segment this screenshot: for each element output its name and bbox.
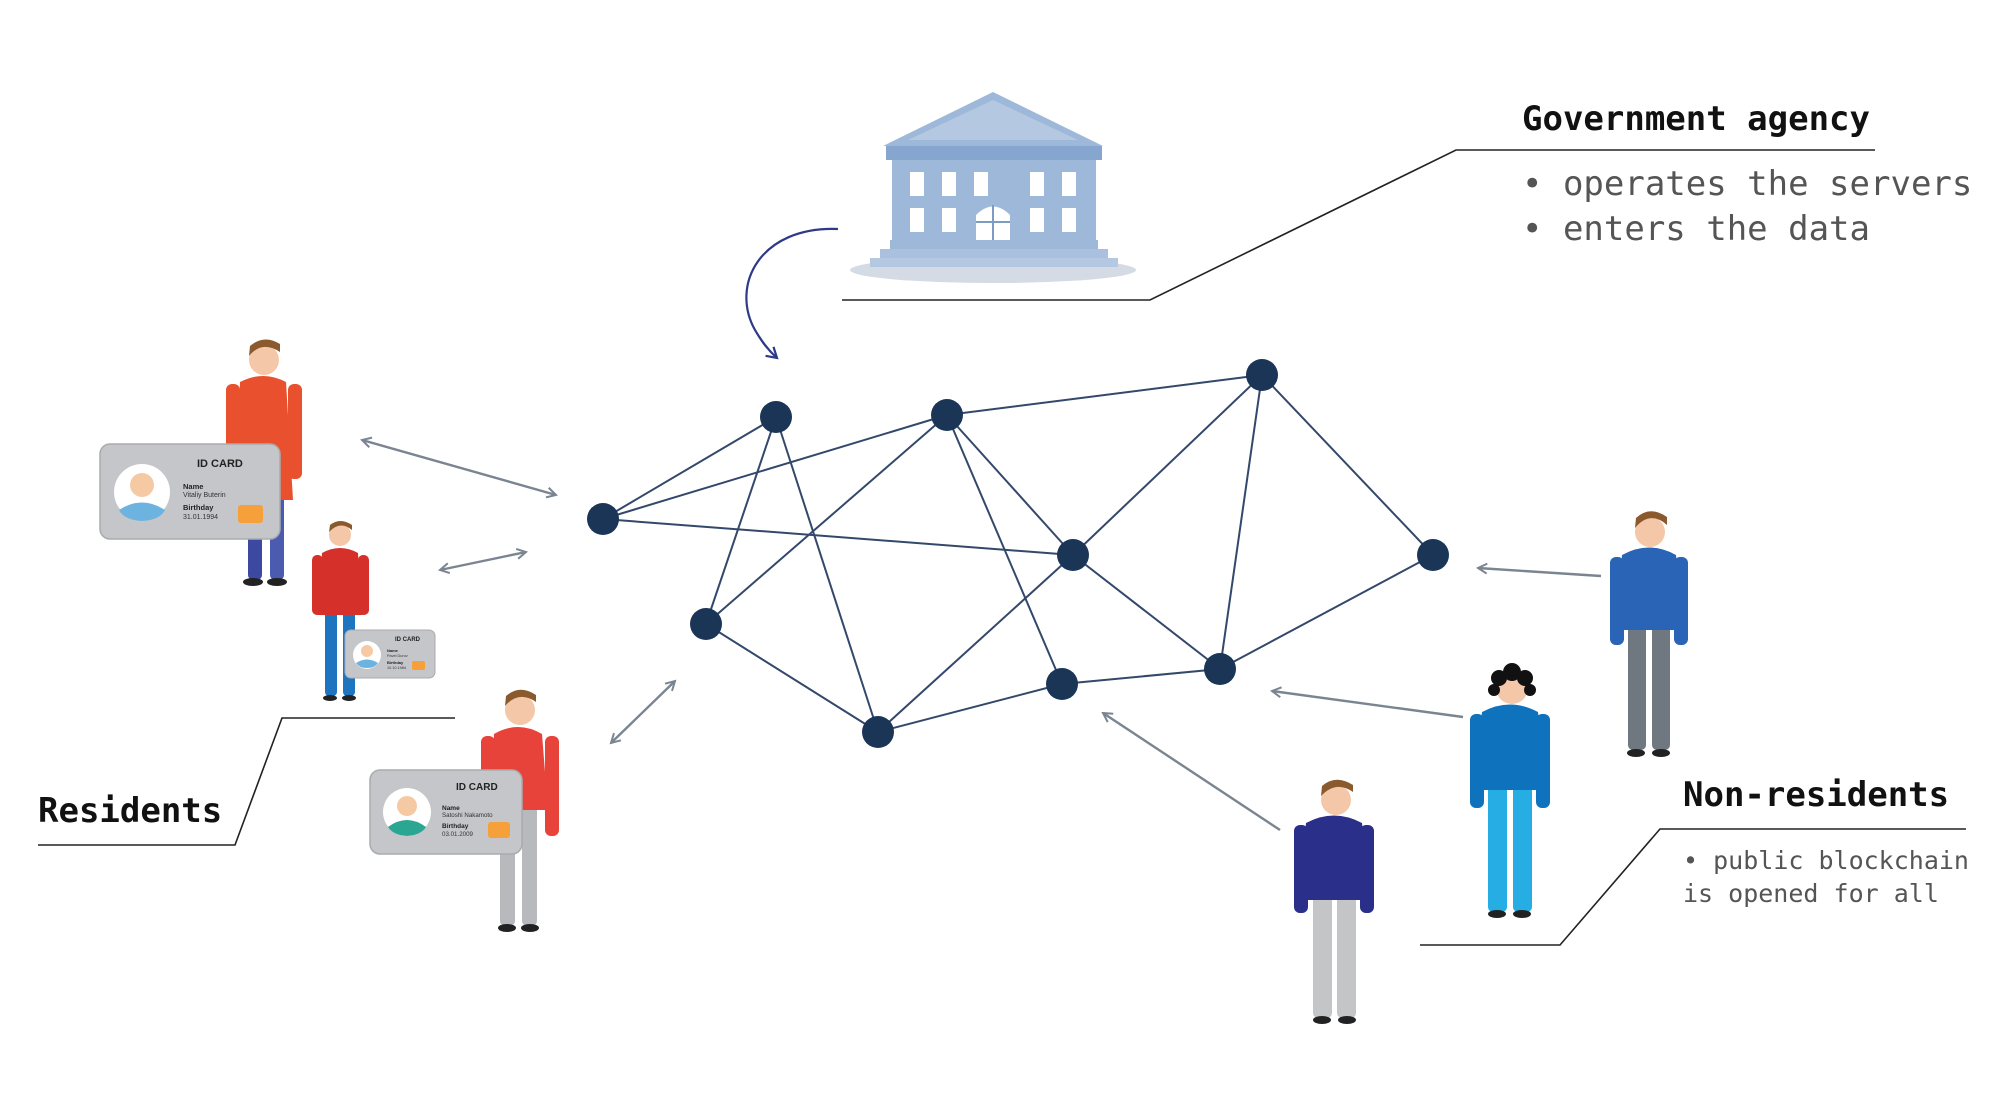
network-node <box>1246 359 1278 391</box>
id-card-icon: ID CARD Name Vitaliy Buterin Birthday 31… <box>99 443 281 540</box>
network-edge <box>1061 668 1221 685</box>
network-edge <box>705 416 777 625</box>
network-node <box>862 716 894 748</box>
network-edge <box>946 414 1063 685</box>
government-label: Government agency • operates the servers… <box>842 99 1972 301</box>
network-edge <box>705 623 879 733</box>
residents-label: Residents <box>38 717 455 846</box>
residents-title: Residents <box>38 791 222 831</box>
network-node <box>1417 539 1449 571</box>
non-resident-2-arrow <box>1272 691 1464 719</box>
card-3-name-value: Satoshi Nakamoto <box>442 812 493 819</box>
card-1-birthday-value: 31.01.1994 <box>183 514 218 521</box>
network-node <box>931 399 963 431</box>
card-3-birthday-label: Birthday <box>442 823 469 830</box>
non-resident-2-figure <box>1470 663 1550 918</box>
network-node <box>1046 668 1078 700</box>
blockchain-network <box>587 359 1449 748</box>
network-edge <box>946 374 1263 416</box>
government-bullet-2: • enters the data <box>1522 209 1870 249</box>
non-residents-leader-line <box>1420 828 1966 946</box>
network-edge <box>775 416 879 733</box>
residents-leader-line <box>38 717 455 846</box>
network-edge <box>602 414 948 520</box>
non-resident-3-arrow <box>1103 713 1281 832</box>
card-3-name-label: Name <box>442 805 460 812</box>
resident-2-figure <box>312 521 369 701</box>
network-edge <box>1072 374 1263 556</box>
network-node <box>760 401 792 433</box>
non-residents-bullet-line1: • public blockchain <box>1683 846 1969 875</box>
non-residents-title: Non-residents <box>1683 775 1949 815</box>
network-edge <box>1219 554 1434 670</box>
network-edge <box>705 414 948 625</box>
government-title: Government agency <box>1522 99 1870 139</box>
network-edge <box>1072 554 1221 670</box>
card-1-heading: ID CARD <box>197 458 243 470</box>
government-bullet-1: • operates the servers <box>1522 164 1972 204</box>
network-edge <box>1261 374 1434 556</box>
network-node <box>1204 653 1236 685</box>
card-3-birthday-value: 03.01.2009 <box>442 831 474 838</box>
network-edge <box>602 518 1074 556</box>
card-2-birthday-label: Birthday <box>387 660 404 665</box>
resident-2-arrow <box>440 552 526 570</box>
card-2-birthday-value: 10.10.1984 <box>387 666 406 670</box>
government-leader-line <box>842 149 1875 301</box>
non-resident-3-figure <box>1294 779 1374 1024</box>
network-edge <box>877 554 1074 733</box>
card-1-name-label: Name <box>183 482 203 491</box>
non-residents-label: Non-residents • public blockchain is ope… <box>1420 775 1969 946</box>
card-2-heading: ID CARD <box>395 637 421 643</box>
card-2-name-value: Pavel Durov <box>387 654 408 658</box>
network-node <box>690 608 722 640</box>
network-edge <box>946 414 1074 556</box>
network-edge <box>602 416 777 520</box>
card-3-heading: ID CARD <box>456 782 498 793</box>
card-2-name-label: Name <box>387 648 399 653</box>
network-edge <box>877 683 1063 733</box>
network-edge <box>1219 374 1263 670</box>
network-node <box>587 503 619 535</box>
non-residents-bullet-line2: is opened for all <box>1683 879 1939 908</box>
government-building-icon <box>850 92 1136 283</box>
non-resident-1-figure <box>1610 511 1688 757</box>
id-card-icon: ID CARD Name Pavel Durov Birthday 10.10.… <box>344 629 436 679</box>
resident-3-arrow <box>611 681 675 743</box>
network-node <box>1057 539 1089 571</box>
curved-arrow <box>745 227 839 360</box>
id-card-icon: ID CARD Name Satoshi Nakamoto Birthday 0… <box>369 769 523 855</box>
card-1-name-value: Vitaliy Buterin <box>183 492 226 499</box>
non-resident-1-arrow <box>1478 568 1602 578</box>
card-1-birthday-label: Birthday <box>183 503 214 512</box>
resident-1-arrow <box>362 440 556 495</box>
